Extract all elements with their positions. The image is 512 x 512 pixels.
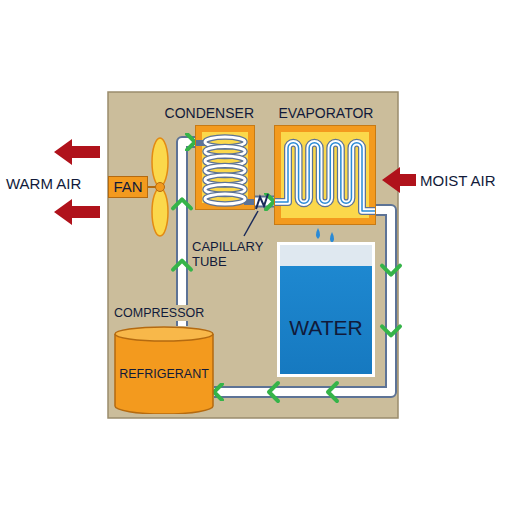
node-body (275, 126, 375, 224)
node-body: REFRIGERANT (114, 326, 214, 414)
flow-chevron (328, 383, 337, 401)
coil-drawing (275, 126, 375, 224)
flow-chevron (173, 199, 191, 208)
node-body (196, 126, 254, 209)
housing-panel (108, 92, 398, 418)
flow-chevron (382, 266, 400, 275)
air-arrow (54, 199, 100, 225)
part-heading: EVAPORATOR (279, 105, 374, 121)
part-heading: CONDENSER (165, 105, 254, 121)
capillary-mark (256, 194, 268, 209)
water-tank: WATER (277, 242, 375, 377)
flow-chevron (173, 261, 191, 270)
part-label: CAPILLARY TUBE (192, 240, 276, 270)
leader-line (244, 211, 258, 236)
refrigerant-tube (214, 210, 400, 401)
refrigerant-tube (173, 142, 195, 326)
compressor-cylinder: REFRIGERANTCOMPRESSOR (114, 326, 214, 414)
coil-drawing (196, 126, 254, 209)
node-body: FAN (109, 177, 147, 197)
part-heading: COMPRESSOR (111, 305, 207, 321)
flow-chevron (382, 326, 400, 335)
condenser-box: CONDENSER (195, 125, 255, 210)
part-label: REFRIGERANT (119, 367, 209, 381)
part-label: WATER (289, 316, 363, 340)
air-arrow (54, 139, 100, 165)
node-body: WATER (280, 245, 372, 374)
fan-blades (146, 138, 168, 236)
flow-chevron (269, 383, 278, 401)
air-arrow (382, 167, 416, 193)
air-label: WARM AIR (6, 175, 81, 192)
evaporator-box: EVAPORATOR (274, 125, 376, 225)
part-label: FAN (113, 178, 142, 195)
fan-box: FAN (108, 176, 148, 198)
air-label: MOIST AIR (420, 172, 496, 189)
